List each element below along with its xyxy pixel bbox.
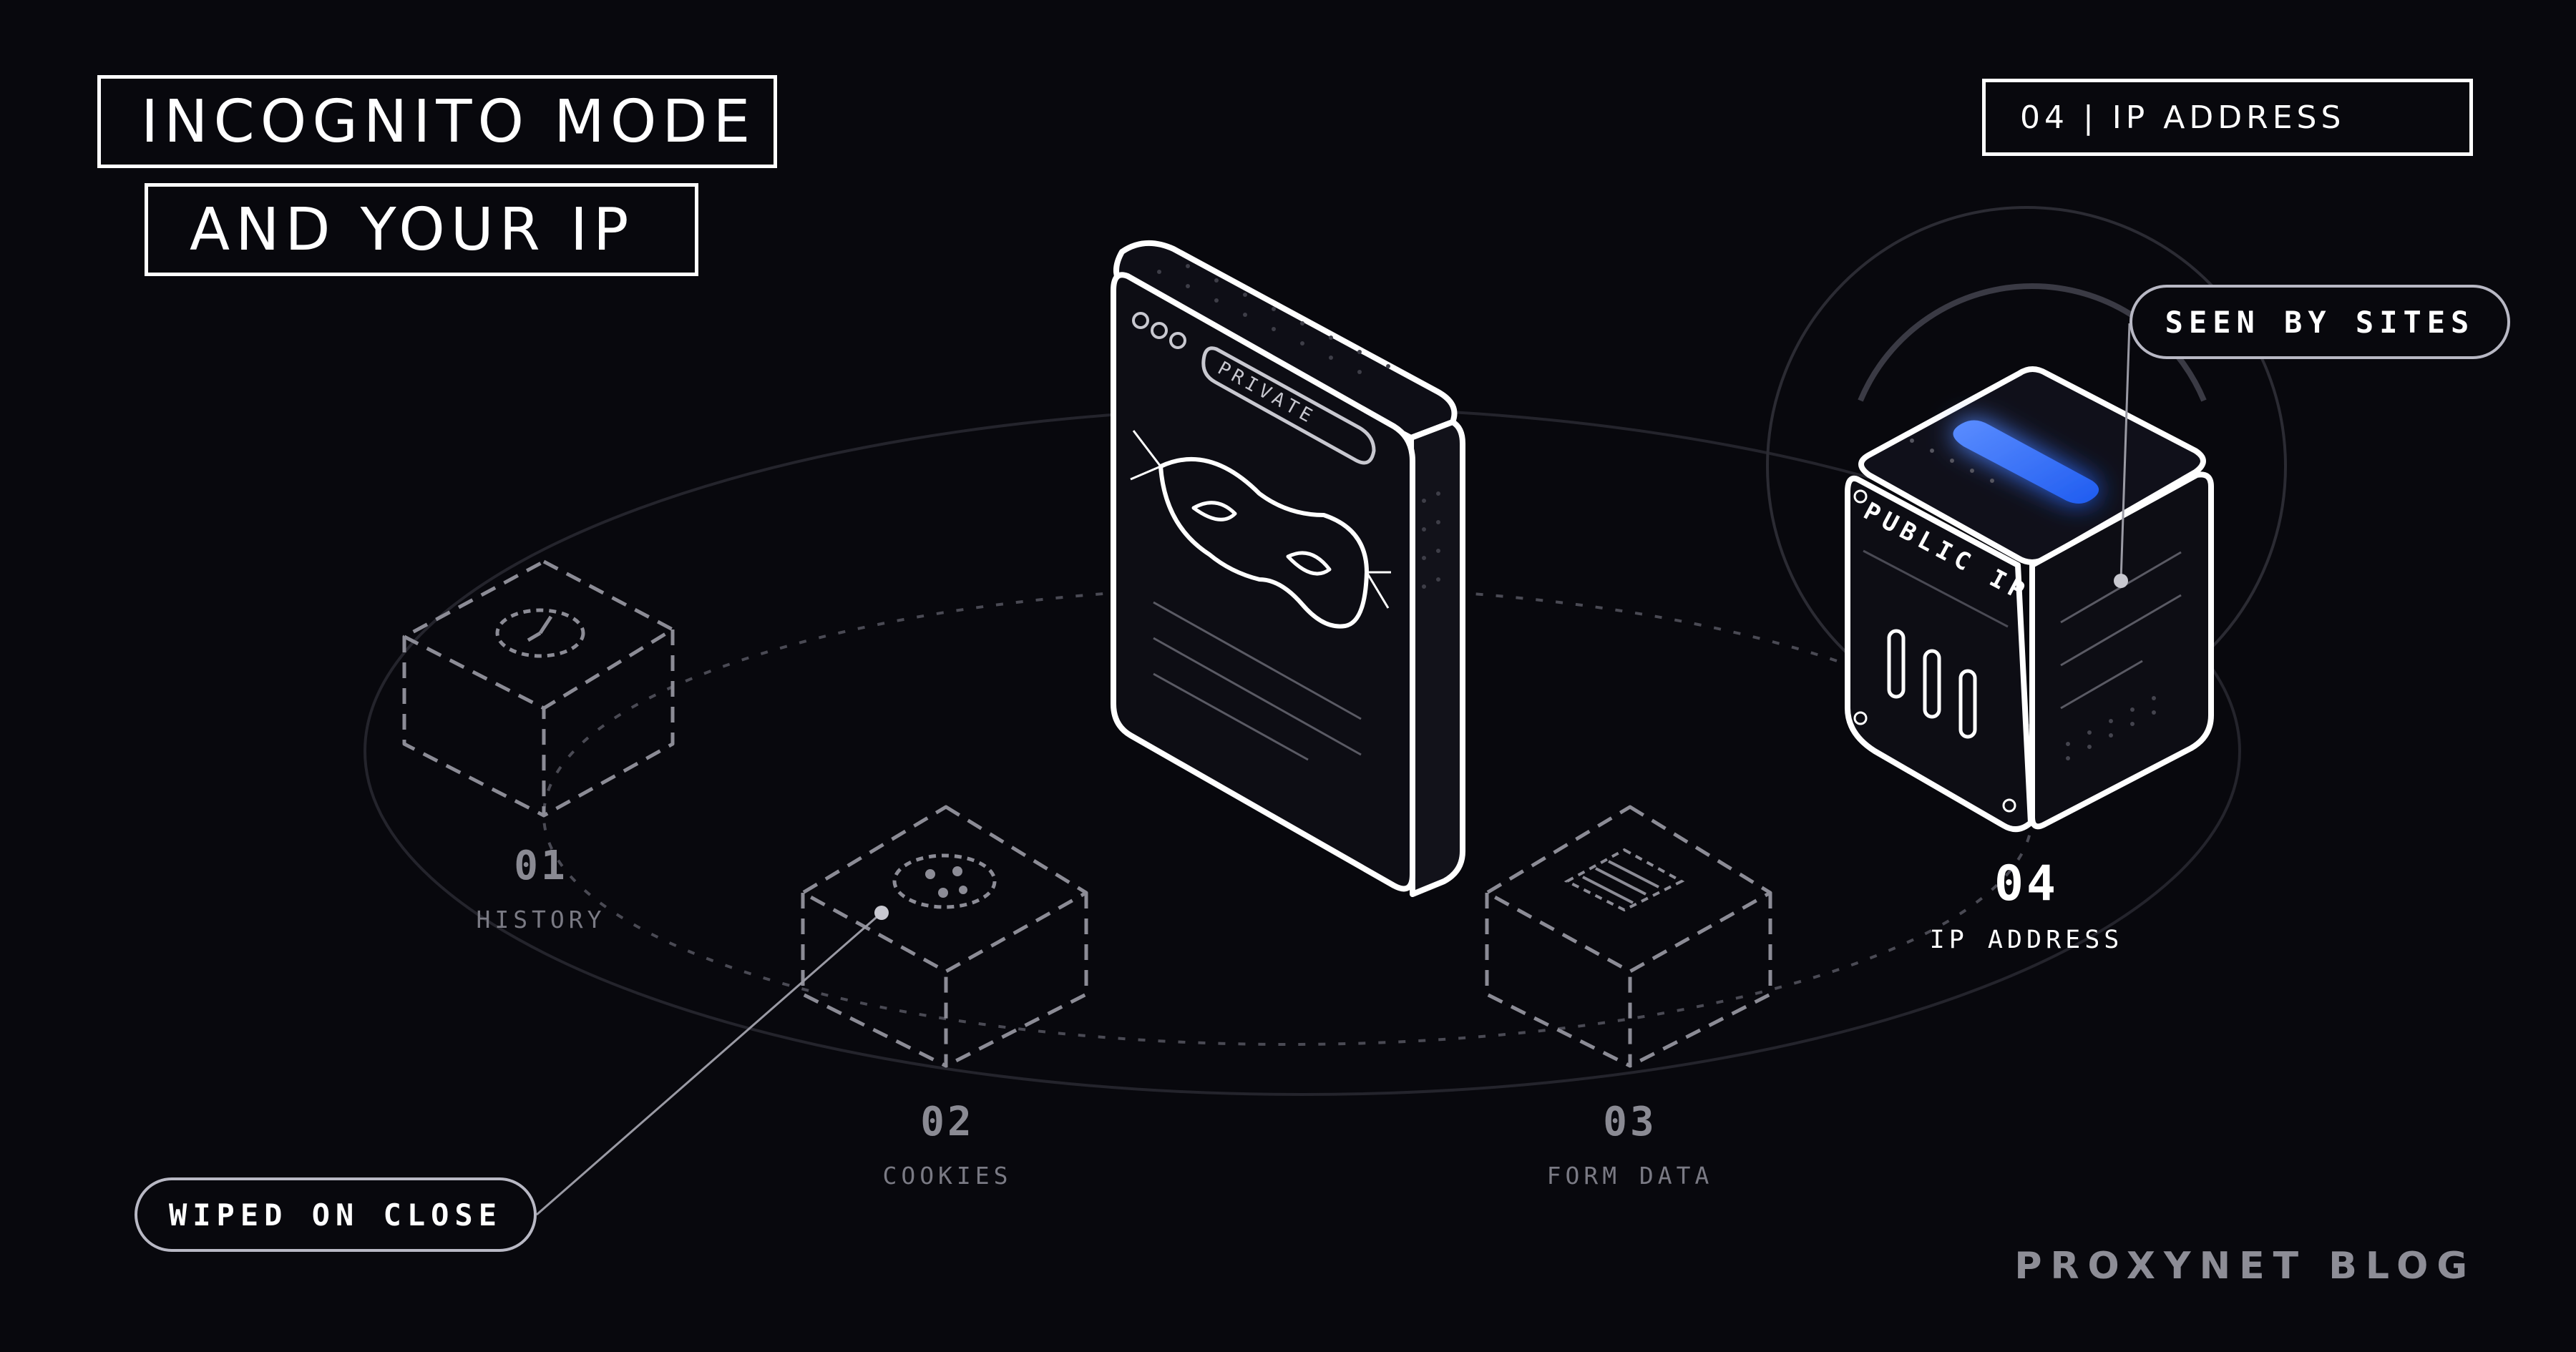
ip-top-dots: [1910, 439, 1994, 483]
seen-by-sites-callout: SEEN BY SITES: [2129, 285, 2510, 359]
section-badge: 04 | IP ADDRESS: [1982, 79, 2473, 156]
clock-icon: [495, 608, 585, 658]
item-label-form-data: FORM DATA: [1546, 1162, 1714, 1190]
ip-cube: [1845, 366, 2214, 833]
item-number-history: 01: [514, 843, 568, 889]
browser-grid-dots: [1157, 264, 1440, 589]
browser-text-lines: [1153, 601, 1362, 761]
history-cube: [402, 559, 675, 818]
item-number-cookies: 02: [920, 1099, 975, 1145]
title-line-1: INCOGNITO MODE: [97, 75, 777, 168]
browser-top: [1113, 240, 1458, 441]
item-number-form-data: 03: [1603, 1099, 1657, 1145]
browser-side: [1408, 419, 1465, 897]
form-data-cube: [1485, 805, 1772, 1068]
ip-vents: [1887, 629, 1977, 739]
ip-cube-right: [2029, 471, 2214, 830]
wiped-on-close-callout: WIPED ON CLOSE: [135, 1177, 537, 1252]
form-icon: [1563, 848, 1685, 912]
ip-side-lines: [1863, 549, 2182, 710]
item-label-ip-address: IP ADDRESS: [1929, 926, 2124, 954]
cookies-cube: [801, 805, 1088, 1068]
ip-accent-bar: [1953, 420, 2099, 504]
title-line-2: AND YOUR IP: [145, 183, 698, 276]
footer-brand: PROXYNET BLOG: [2014, 1245, 2476, 1288]
seen-by-sites-leader: [2114, 323, 2131, 588]
ip-side-dots: [2066, 696, 2156, 760]
browser-window: [1111, 240, 1465, 897]
item-label-history: HISTORY: [476, 906, 606, 934]
mask-icon: [1130, 430, 1391, 629]
item-label-cookies: COOKIES: [882, 1162, 1013, 1190]
browser-window-controls: [1132, 312, 1186, 349]
item-number-ip-address: 04: [1994, 856, 2059, 912]
browser-face: [1111, 272, 1415, 892]
cookie-icon: [892, 853, 997, 909]
ip-screws: [1853, 489, 2016, 813]
wiped-on-close-leader: [536, 906, 889, 1216]
